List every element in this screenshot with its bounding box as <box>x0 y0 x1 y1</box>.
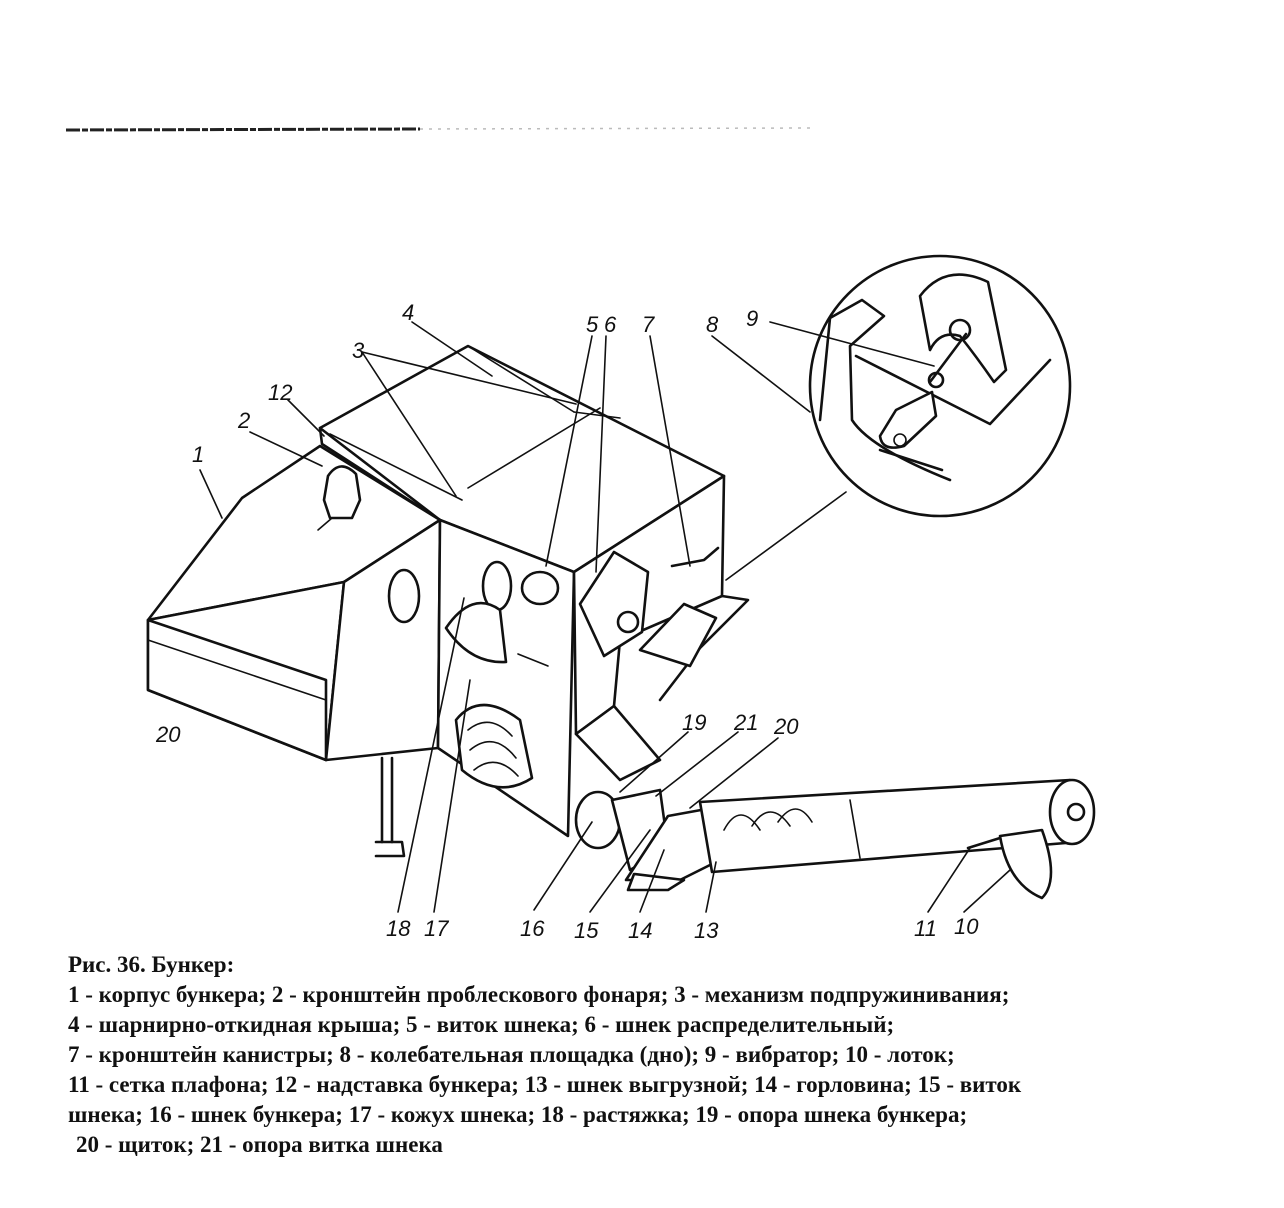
callout-11: 11 <box>914 916 937 941</box>
callout-4: 4 <box>402 300 414 325</box>
callout-17: 17 <box>424 916 449 941</box>
caption-line-6: 20 - щиток; 21 - опора витка шнека <box>76 1132 443 1157</box>
callout-20-upper: 20 <box>773 714 799 739</box>
figure-caption: Рис. 36. Бункер: 1 - корпус бункера; 2 -… <box>68 950 1248 1160</box>
callout-10: 10 <box>954 914 979 939</box>
leader-lines <box>199 321 1011 913</box>
callout-13: 13 <box>694 918 719 943</box>
callout-9: 9 <box>746 306 758 331</box>
callout-12: 12 <box>268 380 292 405</box>
callout-3: 3 <box>352 338 365 363</box>
callout-2: 2 <box>237 408 250 433</box>
callout-8: 8 <box>706 312 719 337</box>
callout-21: 21 <box>733 710 758 735</box>
callout-18: 18 <box>386 916 411 941</box>
callout-1: 1 <box>192 442 204 467</box>
caption-line-1: 1 - корпус бункера; 2 - кронштейн пробле… <box>68 982 1010 1007</box>
header-rule <box>65 127 421 132</box>
callout-16: 16 <box>520 916 545 941</box>
caption-line-5: шнека; 16 - шнек бункера; 17 - кожух шне… <box>68 1102 968 1127</box>
unloading-auger <box>698 778 1096 900</box>
caption-line-2: 4 - шарнирно-откидная крыша; 5 - виток ш… <box>68 1012 895 1037</box>
caption-line-4: 11 - сетка плафона; 12 - надставка бунке… <box>68 1072 1022 1097</box>
callout-7: 7 <box>642 312 655 337</box>
callout-labels: 1 2 3 4 5 6 7 8 9 12 20 19 21 20 18 17 1… <box>155 300 979 943</box>
bunker-body <box>146 344 750 892</box>
callout-5: 5 <box>586 312 599 337</box>
header-rule-faint <box>419 127 811 130</box>
callout-14: 14 <box>628 918 652 943</box>
inset-link-line <box>725 491 847 581</box>
caption-title: Рис. 36. Бункер: <box>68 952 235 977</box>
callout-20-shield: 20 <box>155 722 181 747</box>
callout-19: 19 <box>682 710 706 735</box>
callout-6: 6 <box>604 312 617 337</box>
vibrator-detail-inset <box>808 254 1072 518</box>
caption-line-3: 7 - кронштейн канистры; 8 - колебательна… <box>68 1042 955 1067</box>
callout-15: 15 <box>574 918 599 943</box>
